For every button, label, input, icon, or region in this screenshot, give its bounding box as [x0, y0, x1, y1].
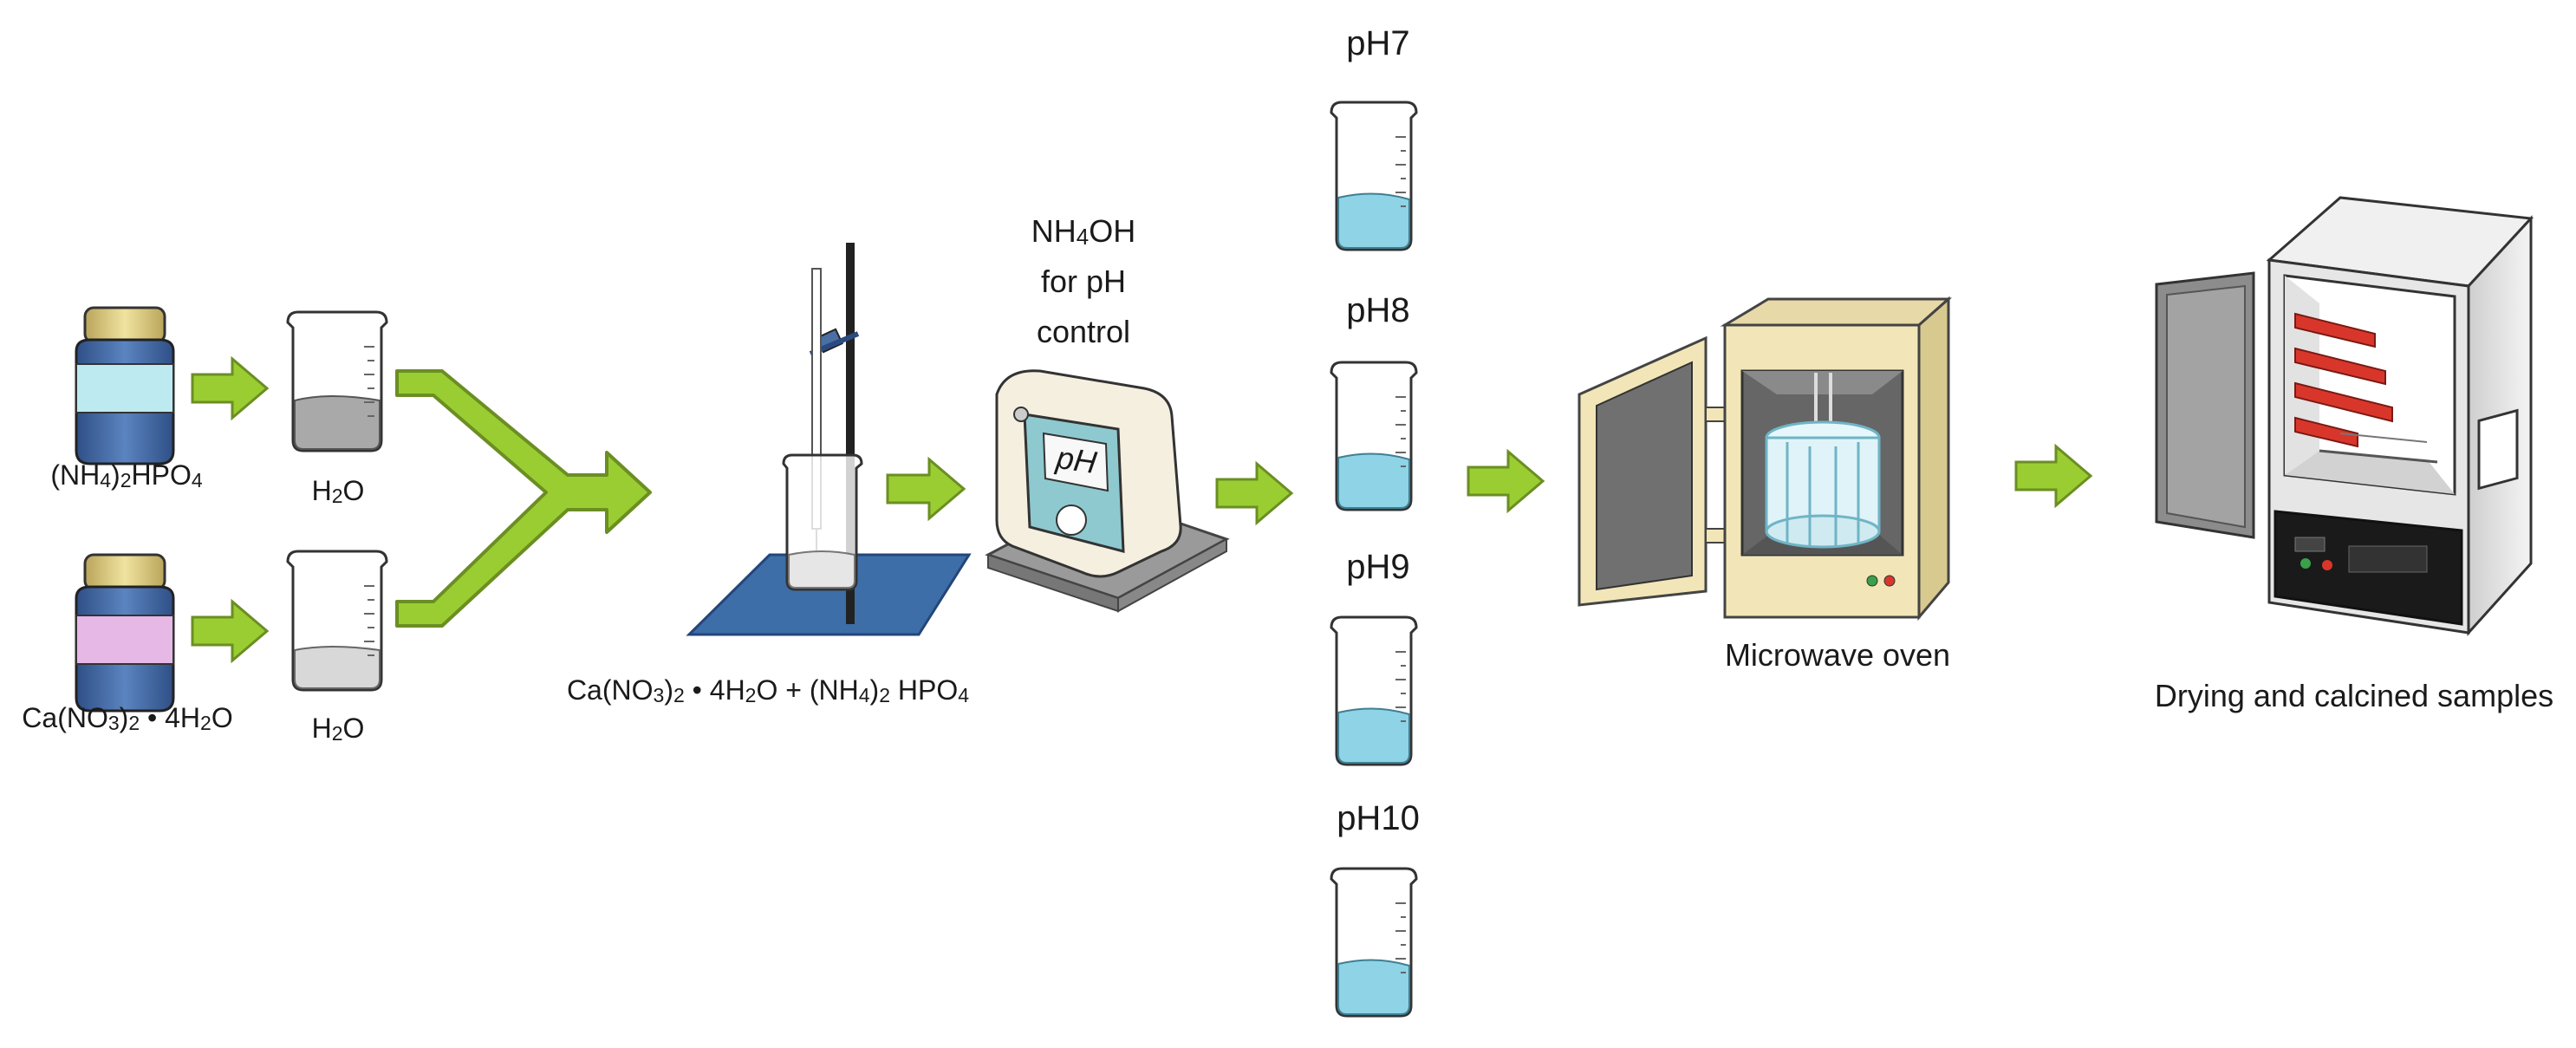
water-1-label: H2O	[311, 475, 365, 507]
beaker-icon	[286, 310, 388, 452]
merge-arrow-icon	[395, 369, 652, 628]
mixture-label: Ca(NO3)2 • 4H2O + (NH4)2 HPO4	[566, 674, 970, 706]
beaker-liquid	[1337, 192, 1410, 249]
flow-arrow-icon	[1467, 448, 1545, 514]
microwave-oven-icon	[1577, 296, 1952, 622]
ph-control-line-1: NH4OH	[1031, 213, 1136, 251]
microwave-label: Microwave oven	[1724, 637, 1951, 673]
water-2-label: H2O	[311, 713, 365, 745]
beaker-icon	[286, 550, 388, 692]
ph7-label: pH7	[1346, 24, 1410, 62]
ph7-beaker-icon	[1330, 101, 1418, 251]
flow-arrow-icon	[191, 355, 270, 421]
beaker-liquid	[1337, 959, 1410, 1015]
reagent-1-label: (NH4)2HPO4	[50, 459, 203, 491]
ph-meter-display-text: pH	[1054, 439, 1099, 481]
drying-oven-icon	[2155, 196, 2534, 636]
flow-arrow-icon	[886, 456, 966, 522]
flow-arrow-icon	[191, 598, 270, 664]
ph9-beaker-icon	[1330, 615, 1418, 766]
ph9-label: pH9	[1346, 548, 1410, 586]
reagent-jar-icon	[75, 553, 175, 713]
flow-arrow-icon	[2014, 443, 2093, 509]
beaker-liquid	[1337, 452, 1410, 509]
ph-control-line-3: control	[1036, 314, 1131, 349]
ph10-label: pH10	[1337, 799, 1420, 837]
beaker-liquid	[1337, 707, 1410, 764]
ph-beaker-group	[1330, 101, 1418, 1018]
drying-label: Drying and calcined samples	[2154, 678, 2554, 713]
titration-stand-icon	[686, 243, 972, 636]
reagent-2-label: Ca(NO3)2 • 4H2O	[22, 702, 233, 734]
ph10-beaker-icon	[1330, 867, 1418, 1018]
ph-meter-icon	[985, 369, 1230, 613]
ph8-beaker-icon	[1330, 361, 1418, 511]
flow-arrow-icon	[1215, 460, 1294, 526]
ph8-label: pH8	[1346, 291, 1410, 329]
ph-control-line-2: for pH	[1040, 264, 1127, 299]
reagent-jar-icon	[75, 306, 175, 465]
